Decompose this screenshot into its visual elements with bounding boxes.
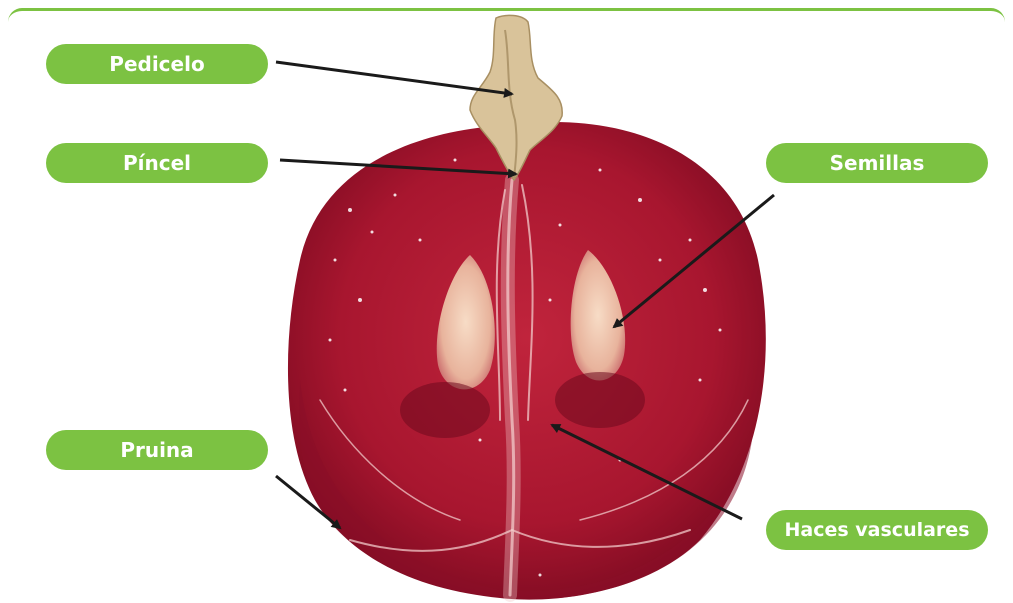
label-haces-vasculares: Haces vasculares bbox=[766, 510, 988, 550]
label-pincel: Píncel bbox=[46, 143, 268, 183]
arrow-pedicelo bbox=[276, 62, 512, 94]
label-pruina: Pruina bbox=[46, 430, 268, 470]
label-pedicelo: Pedicelo bbox=[46, 44, 268, 84]
label-semillas: Semillas bbox=[766, 143, 988, 183]
cavity-left bbox=[400, 382, 490, 438]
cavity-right bbox=[555, 372, 645, 428]
